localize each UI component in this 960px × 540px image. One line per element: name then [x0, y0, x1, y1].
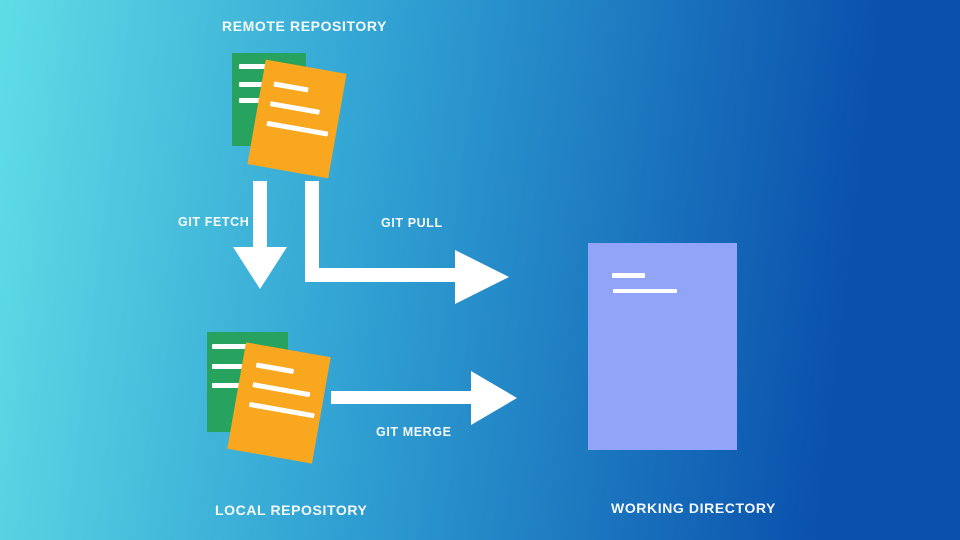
remote-repository-label: REMOTE REPOSITORY	[222, 18, 387, 34]
git-fetch-arrow	[233, 181, 287, 289]
working-directory-label: WORKING DIRECTORY	[611, 500, 776, 516]
git-pull-label: GIT PULL	[381, 216, 443, 230]
orange-document-icon	[247, 59, 347, 179]
git-pull-arrow	[305, 181, 509, 304]
git-merge-arrow	[331, 371, 517, 425]
git-fetch-label: GIT FETCH	[178, 215, 250, 229]
orange-document-icon	[227, 342, 331, 464]
working-directory-document-icon	[588, 243, 737, 450]
git-merge-label: GIT MERGE	[376, 425, 452, 439]
local-repository-label: LOCAL REPOSITORY	[215, 502, 368, 518]
